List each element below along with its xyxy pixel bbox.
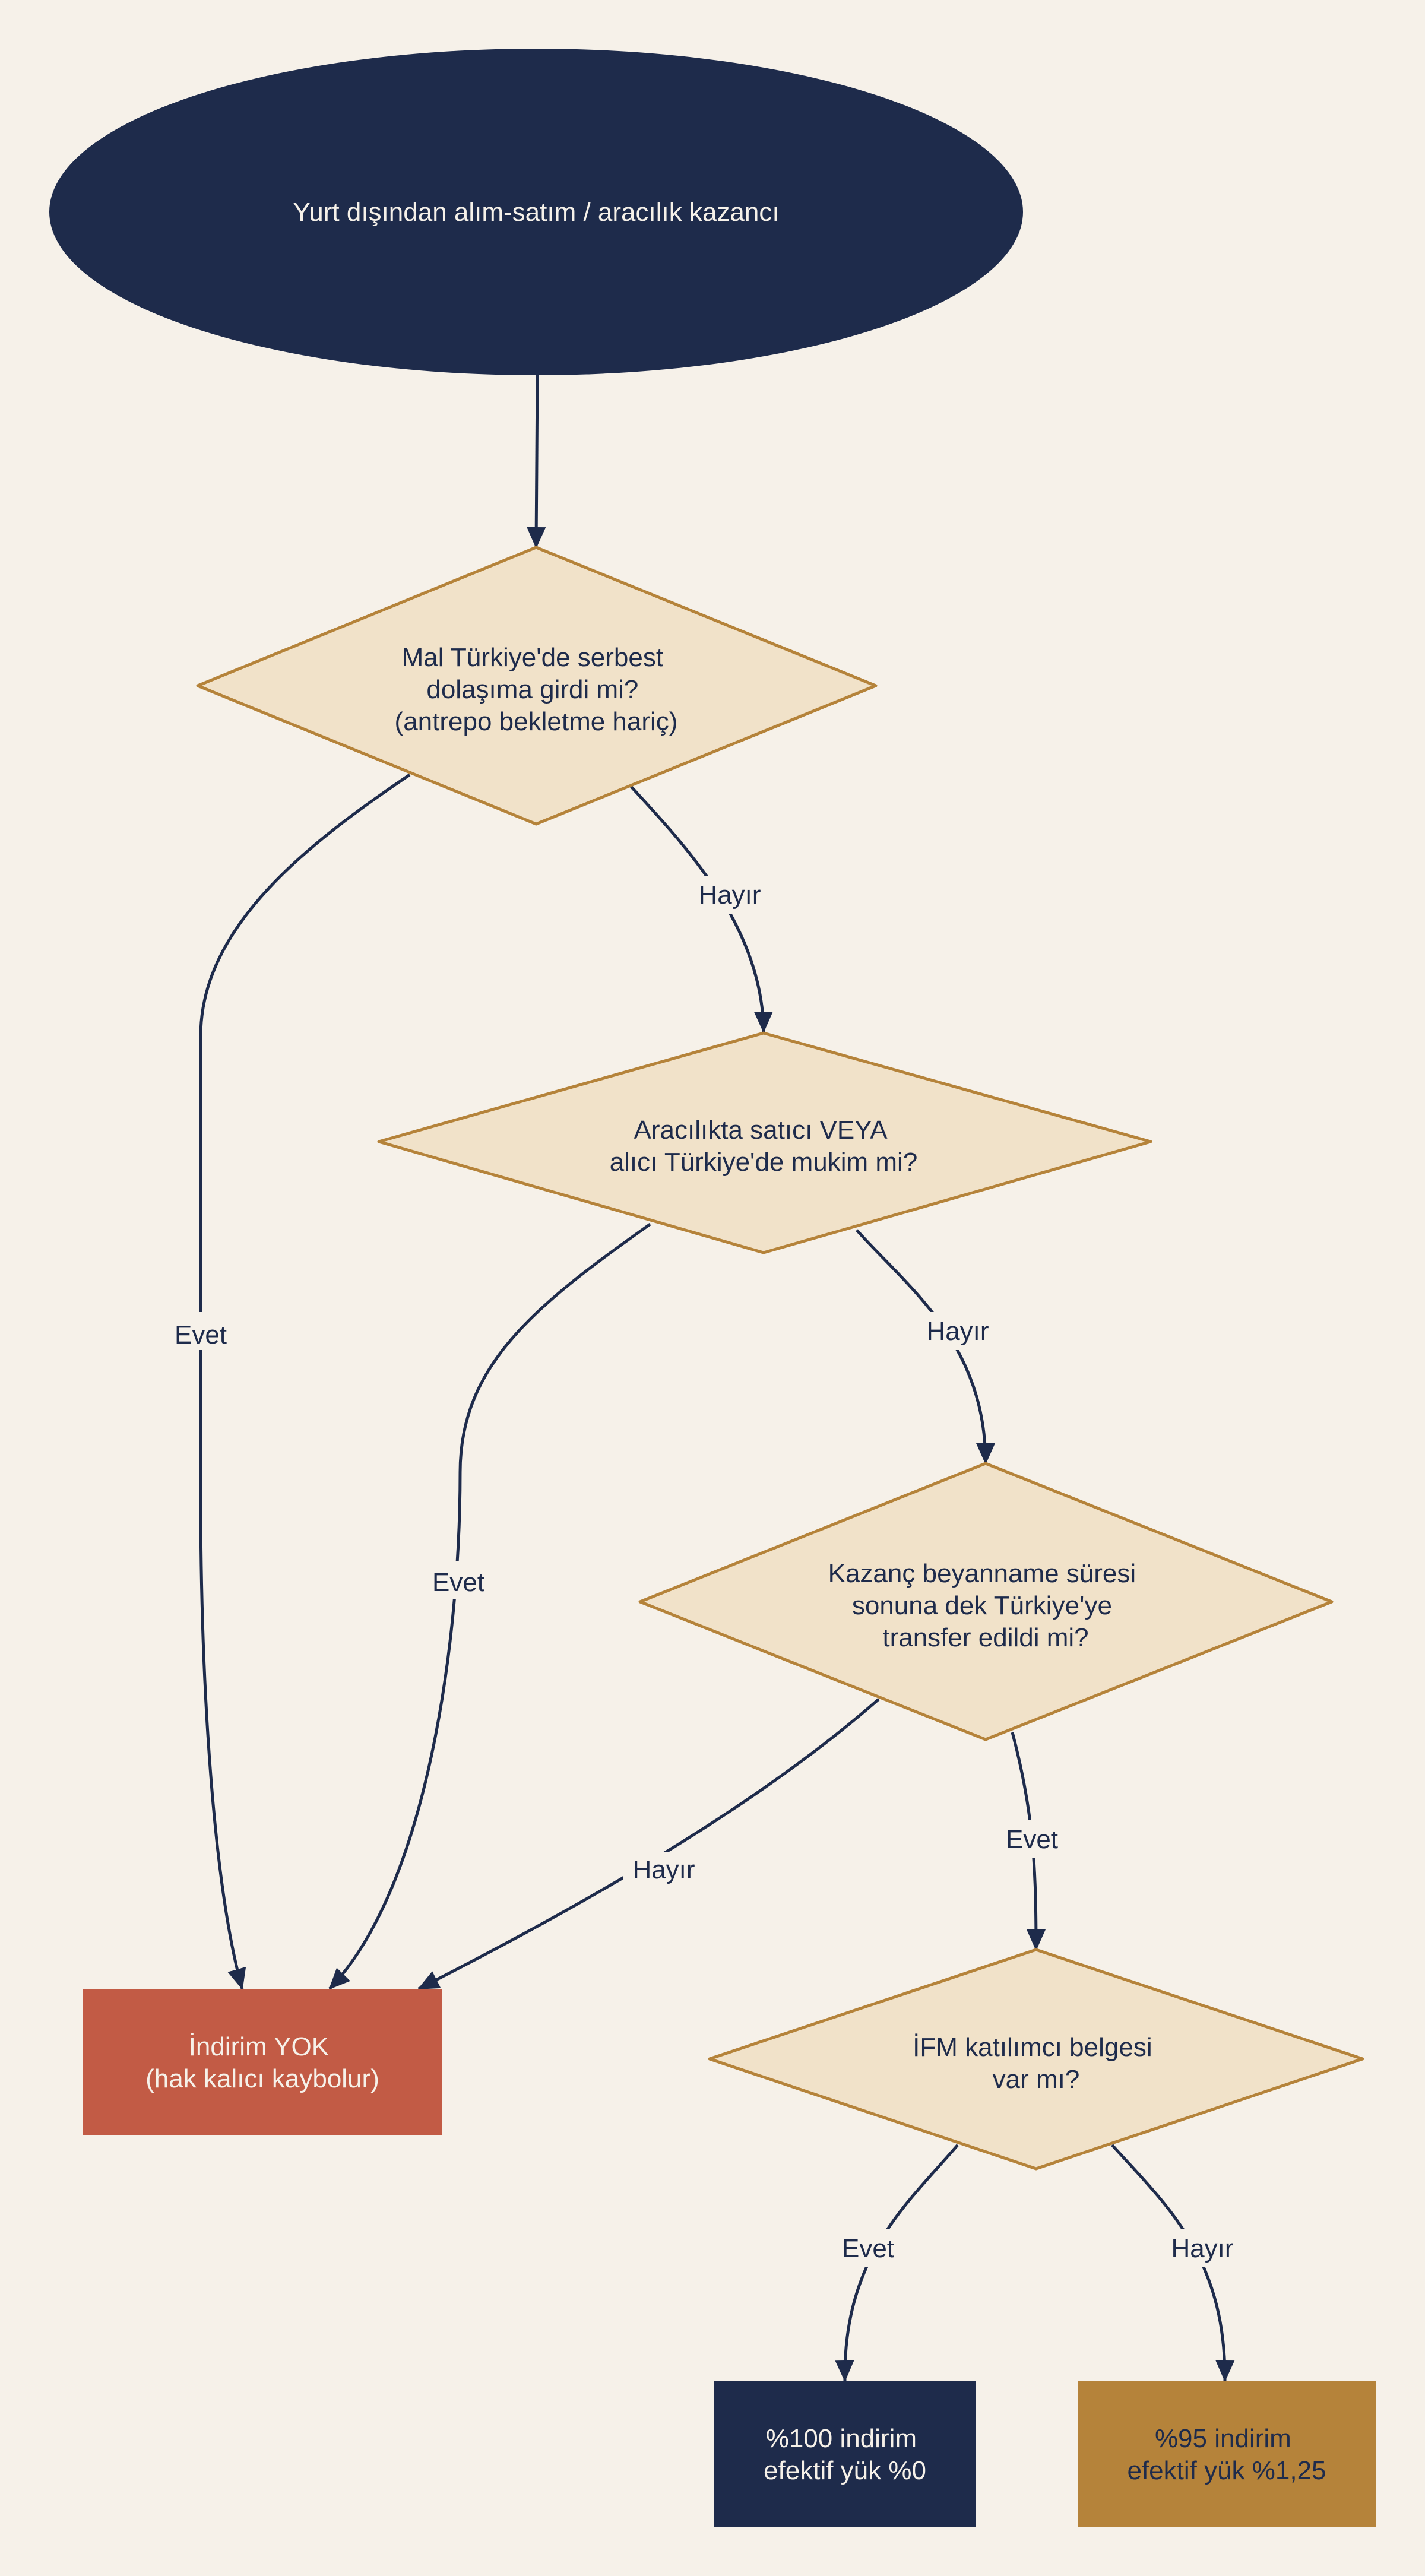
decision-q2-line-2: alıcı Türkiye'de mukim mi? [610,1148,918,1177]
result-full-discount: %100 indirim efektif yük %0 [714,2381,976,2527]
edge-label-q3-no: Hayır [632,1855,695,1884]
result-full-discount-line-1: %100 indirim [766,2424,917,2453]
decision-q3: Kazanç beyanname süresi sonuna dek Türki… [638,1462,1334,1741]
start-node-text: Yurt dışından alım-satım / aracılık kaza… [293,198,779,227]
edge-label-q3-yes: Evet [1006,1825,1058,1854]
result-no-discount-line-1: İndirim YOK [189,2032,329,2061]
decision-q1-line-2: dolaşıma girdi mi? [426,675,638,704]
edge-label-q3-no-group: Hayır [623,1852,705,1890]
edge-start-to-q1 [527,373,546,549]
edge-label-q2-yes: Evet [432,1568,484,1597]
edge-label-q1-no: Hayır [698,880,761,910]
result-full-discount-text: %100 indirim efektif yük %0 [764,2424,926,2485]
decision-q2-text: Aracılıkta satıcı VEYA alıcı Türkiye'de … [610,1116,918,1177]
decision-q3-line-1: Kazanç beyanname süresi [828,1559,1136,1588]
edge-label-q4-yes-group: Evet [828,2229,909,2267]
start-node: Yurt dışından alım-satım / aracılık kaza… [49,49,1023,375]
decision-q4: İFM katılımcı belgesi var mı? [708,1948,1364,2171]
decision-q1-line-3: (antrepo bekletme hariç) [395,707,678,736]
result-partial-discount: %95 indirim efektif yük %1,25 [1078,2381,1376,2527]
edge-labels: Evet Hayır Evet Hayır Hayır Evet Evet H [160,876,1243,2267]
decision-q1-text: Mal Türkiye'de serbest dolaşıma girdi mi… [395,643,678,736]
start-node-line-1: Yurt dışından alım-satım / aracılık kaza… [293,198,779,227]
decision-q1-line-1: Mal Türkiye'de serbest [402,643,663,672]
result-partial-discount-line-1: %95 indirim [1155,2424,1291,2453]
decision-q3-line-2: sonuna dek Türkiye'ye [852,1591,1112,1620]
edge-label-q2-no-group: Hayır [917,1312,999,1350]
decision-q3-text: Kazanç beyanname süresi sonuna dek Türki… [828,1559,1144,1652]
edge-q1-yes [199,773,411,1990]
decision-q4-text: İFM katılımcı belgesi var mı? [913,2033,1160,2094]
edge-label-q4-yes: Evet [842,2234,894,2263]
edge-q3-no [417,1698,880,1991]
result-no-discount-text: İndirim YOK (hak kalıcı kaybolur) [145,2032,379,2093]
result-full-discount-line-2: efektif yük %0 [764,2456,926,2485]
result-partial-discount-line-2: efektif yük %1,25 [1127,2456,1326,2485]
decision-q4-line-1: İFM katılımcı belgesi [913,2033,1152,2062]
edge-label-q1-yes-group: Evet [160,1312,241,1350]
edge-label-q3-yes-group: Evet [992,1820,1072,1858]
edge-label-q2-no: Hayır [926,1317,989,1346]
result-no-discount-line-2: (hak kalıcı kaybolur) [145,2064,379,2093]
edge-label-q4-no-group: Hayır [1161,2229,1243,2267]
edge-label-q1-yes: Evet [175,1320,227,1349]
decision-q2-line-1: Aracılıkta satıcı VEYA [634,1116,888,1145]
result-no-discount: İndirim YOK (hak kalıcı kaybolur) [83,1989,442,2135]
edge-label-q1-no-group: Hayır [689,876,771,914]
edge-label-q4-no: Hayır [1171,2234,1233,2263]
decision-q3-line-3: transfer edildi mi? [882,1623,1088,1652]
edge-q2-yes [328,1222,651,1990]
edge-label-q2-yes-group: Evet [419,1561,500,1599]
result-partial-discount-text: %95 indirim efektif yük %1,25 [1127,2424,1326,2485]
decision-q1: Mal Türkiye'de serbest dolaşıma girdi mi… [196,546,878,826]
decision-q2: Aracılıkta satıcı VEYA alıcı Türkiye'de … [377,1031,1152,1254]
decision-q4-line-2: var mı? [993,2065,1080,2094]
